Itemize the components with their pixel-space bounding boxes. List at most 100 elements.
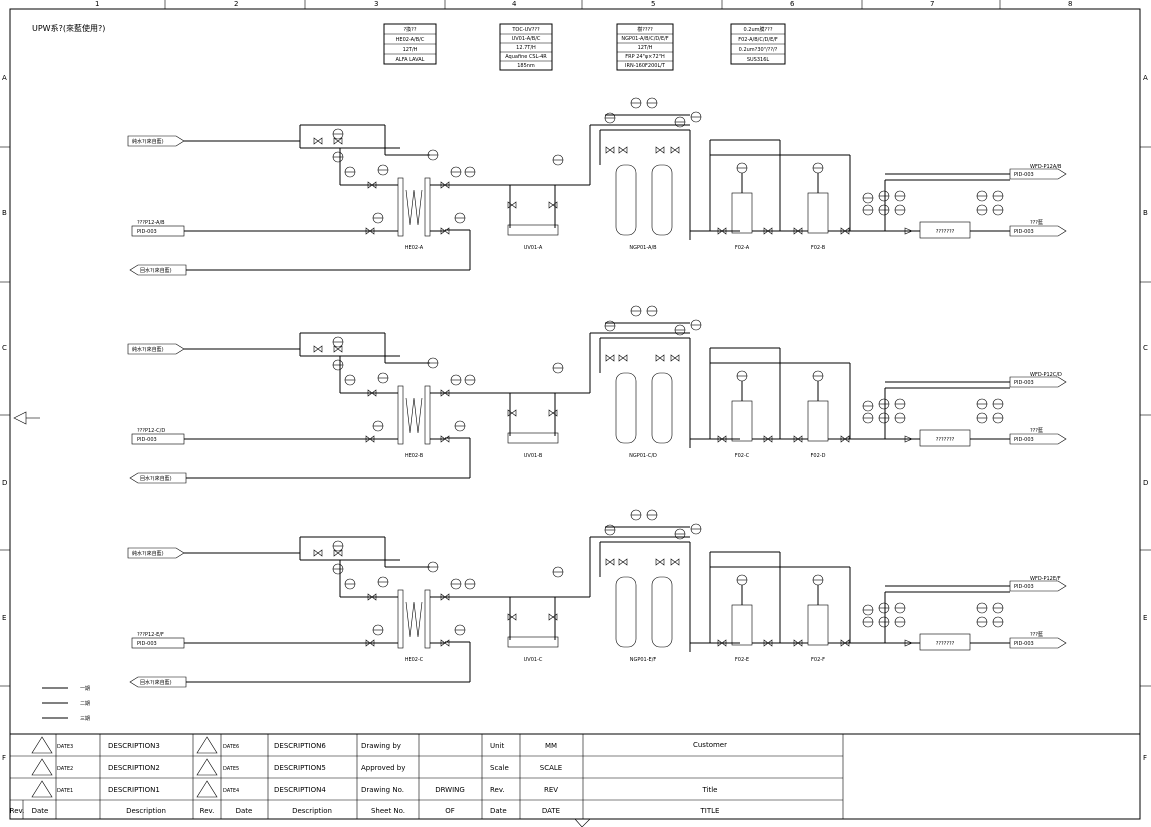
svg-text:Scale: Scale xyxy=(490,764,509,772)
equipment-tag: F02-D xyxy=(811,453,826,459)
line-tag: ???藍 xyxy=(1030,631,1043,638)
valve-icon xyxy=(674,558,680,566)
svg-text:HE02-A/B/C: HE02-A/B/C xyxy=(396,37,425,43)
line-legend: 一期 二期 三期 xyxy=(42,686,90,722)
valve-icon xyxy=(367,181,373,189)
valve-icon xyxy=(605,146,611,154)
title-block: DATE3 DATE2 DATE1 DESCRIPTION3 DESCRIPTI… xyxy=(10,733,1140,819)
line-tag: ???藍 xyxy=(1030,219,1043,226)
line-tag: ???P12-C/D xyxy=(137,428,165,434)
equipment-label: ??????? xyxy=(936,437,955,443)
svg-text:Description: Description xyxy=(292,807,332,815)
offpage-connector-icon xyxy=(1009,225,1067,237)
filter-housing xyxy=(807,400,829,442)
hx-plate xyxy=(424,589,431,649)
offpage-connector-icon xyxy=(1009,580,1067,592)
offpage-connector-icon xyxy=(127,547,185,559)
valve-icon xyxy=(552,409,558,417)
valve-icon xyxy=(367,593,373,601)
valve-icon xyxy=(721,435,727,443)
hx-plate xyxy=(424,385,431,445)
line-tag: ???藍 xyxy=(1030,427,1043,434)
connector-label: PID-003 xyxy=(1014,172,1034,178)
row-label: C xyxy=(1143,344,1148,352)
spec-box: 0.2um膜??? F02-A/B/C/D/E/F 0.2um?30"/??/?… xyxy=(730,23,786,65)
equipment-tag: F02-C xyxy=(735,453,750,459)
spec-box: ?換?? HE02-A/B/C 12T/H ALFA LAVAL xyxy=(383,23,437,65)
connector-label: 回水?(來自藍) xyxy=(140,475,172,482)
valve-icon xyxy=(659,558,665,566)
svg-text:REV: REV xyxy=(544,786,558,794)
equipment-tag: F02-A xyxy=(735,245,750,251)
equipment-label: ??????? xyxy=(936,229,955,235)
col-label: 5 xyxy=(651,0,655,8)
column-grid: 1 2 3 4 5 6 7 8 xyxy=(95,0,1072,9)
valve-icon xyxy=(622,146,628,154)
connector-label: 純水?(來自藍) xyxy=(132,346,164,353)
valve-icon xyxy=(440,389,446,397)
row-label: A xyxy=(1143,74,1148,82)
connector-label: 純水?(來自藍) xyxy=(132,138,164,145)
col-label: 7 xyxy=(930,0,934,8)
svg-text:185nm: 185nm xyxy=(517,63,535,69)
row-label: C xyxy=(2,344,7,352)
valve-icon xyxy=(333,137,339,145)
valve-icon xyxy=(313,345,319,353)
valve-icon xyxy=(369,227,375,235)
valve-icon xyxy=(440,435,446,443)
valve-icon xyxy=(622,354,628,362)
col-label: 4 xyxy=(512,0,517,8)
offpage-connector-icon xyxy=(1009,376,1067,388)
valve-icon xyxy=(655,146,661,154)
valve-icon xyxy=(511,613,517,621)
valve-icon xyxy=(674,354,680,362)
valve-icon xyxy=(670,558,676,566)
svg-text:DATE6: DATE6 xyxy=(223,744,239,750)
valve-icon xyxy=(721,227,727,235)
valve-icon xyxy=(313,137,319,145)
valve-icon xyxy=(507,201,513,209)
valve-icon xyxy=(444,435,450,443)
svg-text:0.2um?30"/??/?: 0.2um?30"/??/? xyxy=(739,47,778,53)
legend-label: 一期 xyxy=(80,686,90,692)
valve-icon xyxy=(511,201,517,209)
revision-triangle-icon xyxy=(196,780,218,798)
valve-icon xyxy=(365,639,371,647)
valve-icon xyxy=(313,549,319,557)
valve-icon xyxy=(444,593,450,601)
connector-label: PID-003 xyxy=(1014,641,1034,647)
equipment-tag: HE02-B xyxy=(405,453,424,459)
valve-icon xyxy=(674,146,680,154)
svg-text:TOC-UV???: TOC-UV??? xyxy=(511,27,540,33)
equipment-tag: UV01-A xyxy=(524,245,543,251)
equipment-tag: NGP01-C/D xyxy=(629,453,657,459)
svg-text:UV01-A/B/C: UV01-A/B/C xyxy=(512,36,541,42)
filter-housing xyxy=(731,400,753,442)
row-label: B xyxy=(1143,209,1148,217)
valve-icon xyxy=(552,613,558,621)
line-tag: ???P12-A/B xyxy=(137,220,165,226)
equipment-tag: F02-E xyxy=(735,657,749,663)
connector-label: PID-003 xyxy=(137,229,157,235)
valve-icon xyxy=(670,146,676,154)
hx-plate xyxy=(397,589,404,649)
valve-icon xyxy=(337,137,343,145)
svg-text:Drawing by: Drawing by xyxy=(361,742,401,750)
offpage-connector-icon xyxy=(1009,168,1067,180)
svg-text:Unit: Unit xyxy=(490,742,505,750)
valve-icon xyxy=(618,558,624,566)
hx-coil-icon xyxy=(405,397,423,434)
valve-icon xyxy=(507,409,513,417)
hx-plate xyxy=(424,177,431,237)
line-tag: WFD-P12E/F xyxy=(1030,576,1061,582)
spec-box: TOC-UV??? UV01-A/B/C 12.7T/H Aquafine CS… xyxy=(499,23,553,71)
connector-label: 回水?(來自藍) xyxy=(140,679,172,686)
equipment-tag: NGP01-A/B xyxy=(629,245,657,251)
valve-icon xyxy=(365,227,371,235)
svg-text:?換??: ?換?? xyxy=(404,26,417,33)
svg-text:Date: Date xyxy=(32,807,49,815)
valve-icon xyxy=(605,354,611,362)
valve-icon xyxy=(605,558,611,566)
